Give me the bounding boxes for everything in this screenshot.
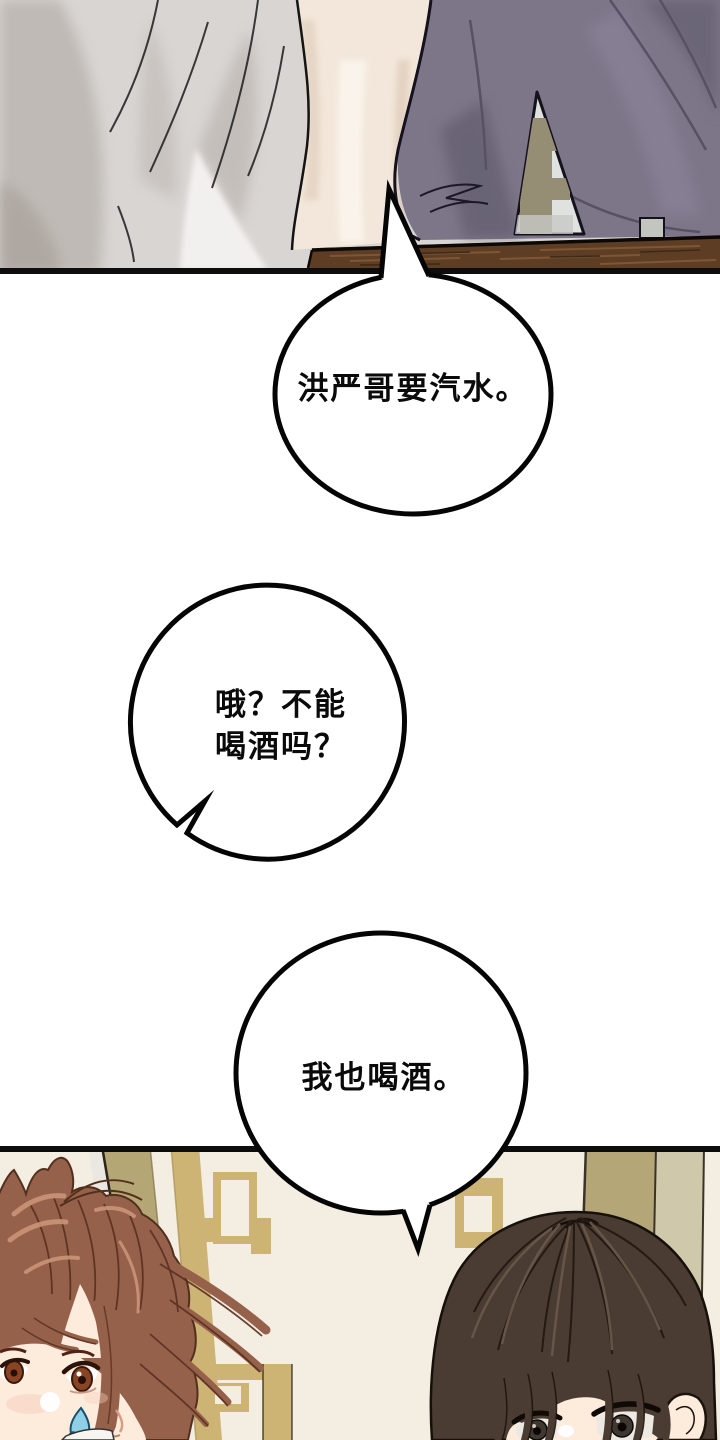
elbow-zigzag-lines	[419, 183, 489, 213]
hair-strand-lines	[29, 1197, 263, 1427]
top-panel-border	[0, 268, 720, 274]
speech-bubble-1-tail	[381, 189, 429, 300]
speech-bubble-2-line-2: 喝酒吗？	[215, 729, 347, 765]
ear	[664, 1392, 707, 1440]
window-gap	[513, 90, 586, 236]
nose-shine	[40, 1392, 60, 1412]
character-left	[0, 1156, 271, 1440]
nose-line	[114, 1409, 124, 1433]
left-eyebrow	[0, 1347, 27, 1354]
clothing-fold-lines	[468, 0, 718, 234]
speech-bubble-2	[127, 582, 407, 862]
speech-bubble-3-tail	[403, 1183, 430, 1249]
window-frame-horizontal-bar	[515, 178, 570, 200]
speech-bubble-1-text: 洪严哥要汽水。	[297, 371, 529, 407]
left-character-eyes	[0, 1357, 101, 1394]
speech-bubble-3	[233, 930, 529, 1258]
right-eyebrow	[61, 1349, 95, 1358]
fabric-fold-lines	[109, 0, 285, 263]
speech-bubble-1	[272, 179, 554, 517]
speech-bubble-2-line-1: 哦？不能	[215, 687, 347, 723]
hair-highlights	[7, 1193, 140, 1314]
light-strands	[470, 1221, 662, 1357]
speech-bubble-3-text: 我也喝酒。	[301, 1060, 467, 1096]
speech-bubble-2-shape	[127, 582, 407, 862]
ahoge-strands	[59, 1179, 143, 1207]
collar	[60, 1428, 115, 1440]
character-right	[429, 1210, 718, 1440]
speech-bubble-2-text: 哦？不能 喝酒吗？	[215, 684, 347, 768]
